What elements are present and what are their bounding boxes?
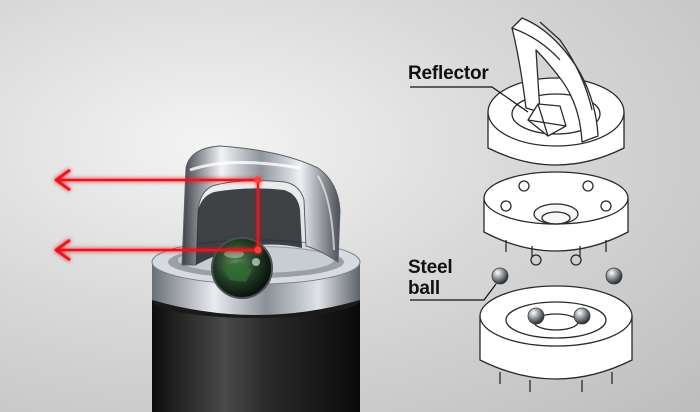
holder-disk xyxy=(483,171,629,266)
steel-balls xyxy=(491,267,623,325)
steel-label-line1: Steel xyxy=(408,257,453,278)
laser-head-photo xyxy=(151,145,361,412)
steel-ball xyxy=(491,267,509,285)
exploded-view xyxy=(479,17,633,392)
reflector-leader-line xyxy=(410,86,529,113)
steel-ball xyxy=(605,267,623,285)
reflector-part xyxy=(487,17,625,166)
lower-arrow-icon xyxy=(54,238,71,262)
steel-ball-leader-line xyxy=(410,283,497,301)
device-body xyxy=(152,300,360,412)
steel-label-line2: ball xyxy=(408,278,440,299)
laser-beams xyxy=(54,168,262,262)
leader-lines xyxy=(410,86,529,301)
steel-ball xyxy=(527,307,545,325)
base-disk xyxy=(479,285,633,392)
steel-ball xyxy=(573,307,591,325)
upper-arrow-icon xyxy=(54,168,71,192)
reflector-hood xyxy=(181,145,341,266)
steel-ball-label: Steel ball xyxy=(408,257,453,299)
reflector-label: Reflector xyxy=(408,63,489,84)
